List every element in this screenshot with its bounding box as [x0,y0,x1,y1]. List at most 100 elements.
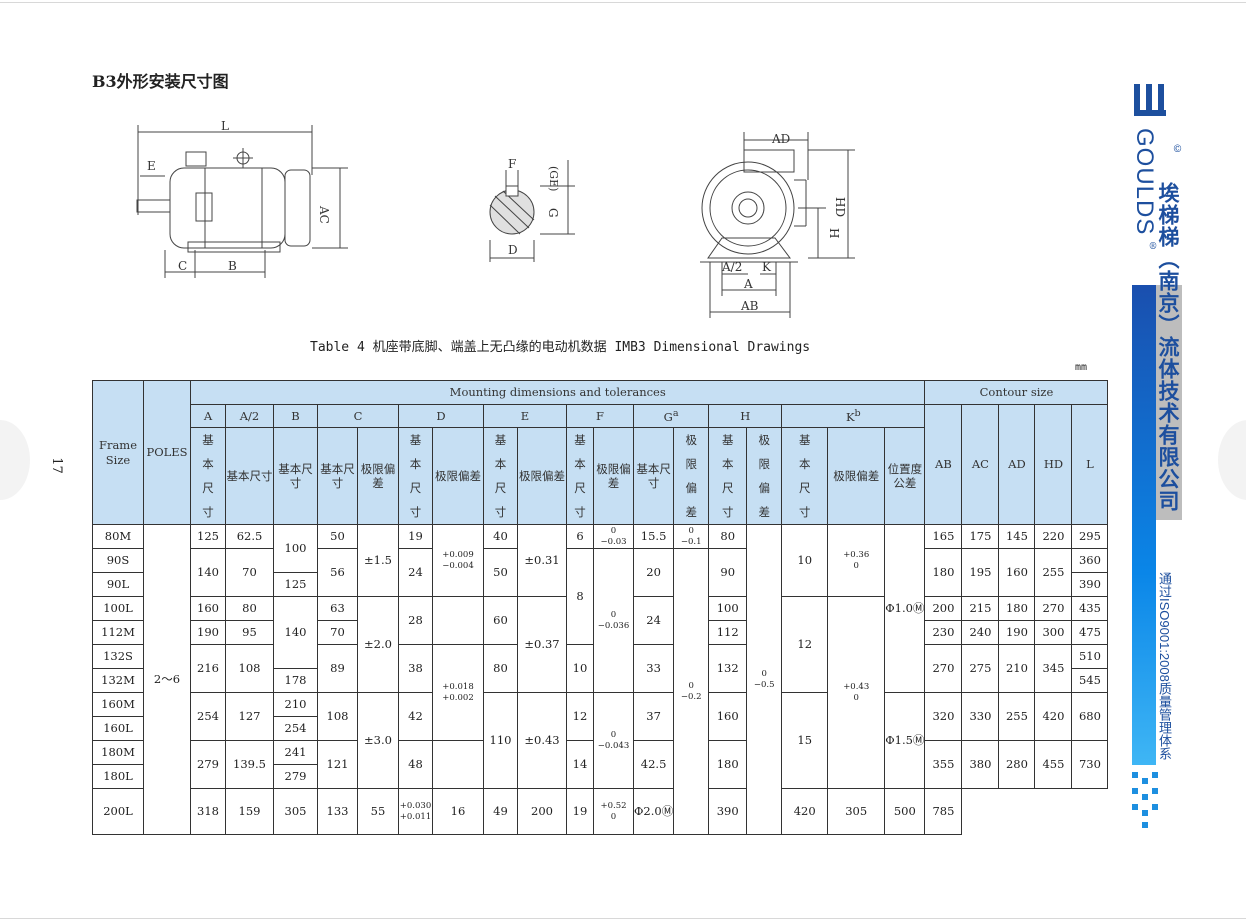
sub-basic-A-half: 基本尺寸 [225,427,274,525]
frame-cell: 180M [92,740,144,765]
ad-cell: 190 [998,620,1036,645]
frame-cell: 160L [92,716,144,741]
sub-pos-K: 位置度公差 [884,427,926,525]
table-caption: Table 4 机座带底脚、端盖上无凸缘的电动机数据 IMB3 Dimensio… [310,340,811,355]
e-cell: 80 [483,644,518,693]
label-L: L [221,119,229,133]
label-F: F [508,157,516,171]
f-cell: 6 [566,524,594,549]
d-tol-cell: +0.030+0.011 [398,788,433,835]
k-pos-cell: Φ1.5Ⓜ [884,692,926,789]
label-AD: AD [771,132,790,146]
section-title: B3外形安装尺寸图 [92,72,229,91]
d-cell: 24 [398,548,433,597]
dimension-table: Frame Size POLES Mounting dimensions and… [92,380,1109,835]
frame-cell: 180L [92,764,144,789]
table-row: 100L 160 80 140 63 ±2.0 28 60 ±0.37 24 1… [92,596,1109,789]
hd-cell: 455 [1034,740,1073,789]
a-half-cell: 139.5 [225,740,274,789]
d-cell: 42 [398,692,433,741]
a-cell: 190 [190,620,226,645]
d-cell: 38 [398,644,433,693]
table-row: 132M 178 545 [92,668,1109,693]
front-view-drawing: AD HD H A/2 K A AB [700,132,855,318]
brand-blue-bar [1132,285,1156,765]
e-tol-cell: ±0.43 [517,692,567,789]
g-tol-cell: 0−0.1 [673,524,710,549]
header-frame-size: Frame Size [92,380,144,525]
col-C: C [317,404,399,428]
itt-logo-icon [1134,84,1166,116]
sub-basic-E: 基本尺寸 [483,427,518,525]
label-HD: HD [833,197,847,217]
sub-tol-F: 极限偏差 [593,427,634,525]
ad-cell: 210 [998,644,1036,693]
page-number: 17 [48,457,64,474]
e-cell: 40 [483,524,518,549]
label-GE: (GE) [547,166,560,191]
l-cell: 295 [1071,524,1109,549]
frame-cell: 90L [92,572,144,597]
ab-cell: 355 [924,740,963,789]
ab-cell: 200 [924,596,963,621]
sub-tol-D: 极限偏差 [432,427,484,525]
d-tol-cell: +0.018+0.002 [432,644,484,741]
b-cell: 210 [273,692,318,717]
label-B: B [228,259,237,273]
g-cell: 37 [632,692,675,741]
frame-cell: 132S [92,644,144,669]
label-A: A [743,277,753,291]
c-tol-cell: ±1.5 [357,524,399,597]
label-C: C [178,259,187,273]
a-cell: 318 [190,788,226,835]
h-cell: 100 [708,596,748,621]
ab-cell: 180 [924,548,963,597]
sub-basic-A: 基本尺寸 [190,427,226,525]
l-cell: 785 [924,788,963,835]
ac-cell: 380 [961,740,1000,789]
sub-tol-E: 极限偏差 [517,427,567,525]
ad-cell: 280 [998,740,1036,789]
table-row: 160M 254 127 210 108 ±3.0 42 110 ±0.43 1… [92,692,1109,789]
g-cell: 24 [632,596,675,645]
a-cell: 140 [190,548,226,597]
shaft-section-drawing: F (GE) G D [489,157,575,262]
col-AB: AB [924,404,963,525]
label-G: G [546,208,560,218]
l-cell: 360 [1071,548,1109,573]
col-E: E [483,404,567,428]
l-cell: 680 [1071,692,1109,741]
unit-label: mm [1075,362,1088,373]
ac-cell: 175 [961,524,1000,549]
g-cell: 33 [632,644,675,693]
col-H: H [708,404,783,428]
h-cell: 200 [517,788,567,835]
ac-cell: 240 [961,620,1000,645]
f-cell: 16 [432,788,484,835]
b-cell: 241 [273,740,318,765]
h-cell: 160 [708,692,748,741]
ac-cell: 275 [961,644,1000,693]
ab-cell: 165 [924,524,963,549]
brand-sidebar: GOULDS © ® 埃梯梯（南京）流体技术有限公司 通过ISO9001:200… [1124,70,1246,830]
b-cell: 305 [273,788,318,835]
b-cell: 125 [273,572,318,597]
registered-mark: ® [1148,242,1158,252]
f-tol-cell: 0−0.043 [593,692,634,789]
company-name: 埃梯梯（南京）流体技术有限公司 [1156,182,1181,512]
table-row: 180L 279 [92,764,1108,789]
f-tol-cell: 0−0.036 [593,548,634,693]
d-tol-blank [432,596,484,645]
label-H: H [827,228,841,238]
label-K: K [762,260,772,274]
ad-cell: 145 [998,524,1036,549]
c-tol-cell: ±3.0 [357,692,399,789]
e-cell: 50 [483,548,518,597]
d-tol-blank [432,740,484,789]
frame-cell: 80M [92,524,144,549]
c-tol-cell: ±2.0 [357,596,399,693]
a-half-cell: 127 [225,692,274,741]
sub-tol-G: 极限偏差 [673,427,710,525]
